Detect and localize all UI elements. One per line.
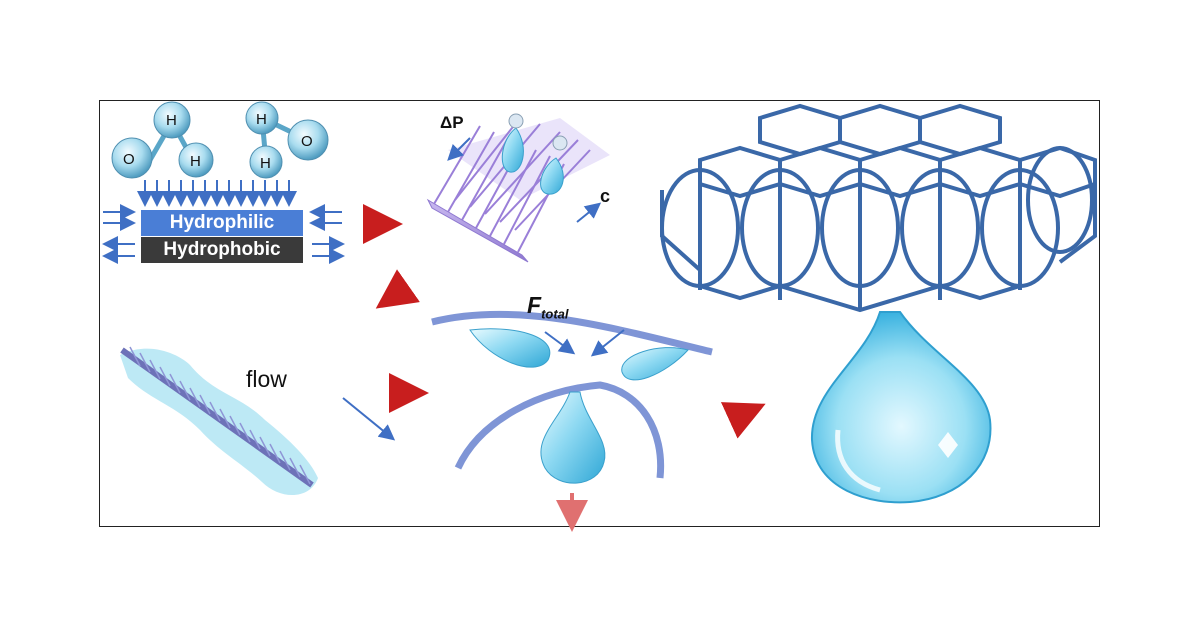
atom-o: O	[123, 151, 135, 168]
water-molecule-icon: H O H	[245, 101, 329, 179]
hydrophilic-layer-label: Hydrophilic	[141, 210, 303, 236]
atom-h: H	[166, 112, 177, 129]
total-force-symbol: F	[527, 292, 542, 318]
fiber-junction	[431, 310, 713, 484]
adsorption-arrows	[137, 180, 297, 207]
sparkle-icon	[938, 432, 958, 458]
droplet-icon	[540, 157, 564, 195]
droplet-icon	[501, 127, 524, 173]
total-force-label: Ftotal	[527, 292, 569, 322]
droplet-icon	[540, 391, 606, 484]
flow-arrow	[342, 397, 396, 441]
droplet-icon	[810, 311, 992, 504]
force-arrow	[544, 331, 576, 355]
flow-label: flow	[246, 366, 287, 392]
atom-h: H	[260, 155, 271, 172]
spindle-fiber-icon	[120, 346, 318, 496]
droplet-icon	[469, 328, 551, 368]
atom-o: O	[301, 133, 313, 150]
pressure-label: ΔP	[440, 113, 464, 132]
total-force-subscript: total	[541, 306, 569, 322]
lateral-flow-arrows	[102, 204, 345, 264]
pressure-arrow	[447, 137, 471, 161]
hexagonal-framework-icon	[660, 103, 1097, 313]
gradient-arrow	[576, 202, 602, 223]
force-arrow	[590, 329, 625, 357]
droplet-icon	[621, 347, 689, 381]
water-molecule-icon: H O H	[111, 101, 214, 179]
hydrophobic-layer-label: Hydrophobic	[141, 237, 303, 263]
atom-h: H	[256, 111, 267, 128]
comb-array-icon	[426, 113, 610, 263]
concentration-label: c	[600, 186, 611, 206]
atom-h: H	[190, 153, 201, 170]
process-arrows	[363, 204, 766, 439]
